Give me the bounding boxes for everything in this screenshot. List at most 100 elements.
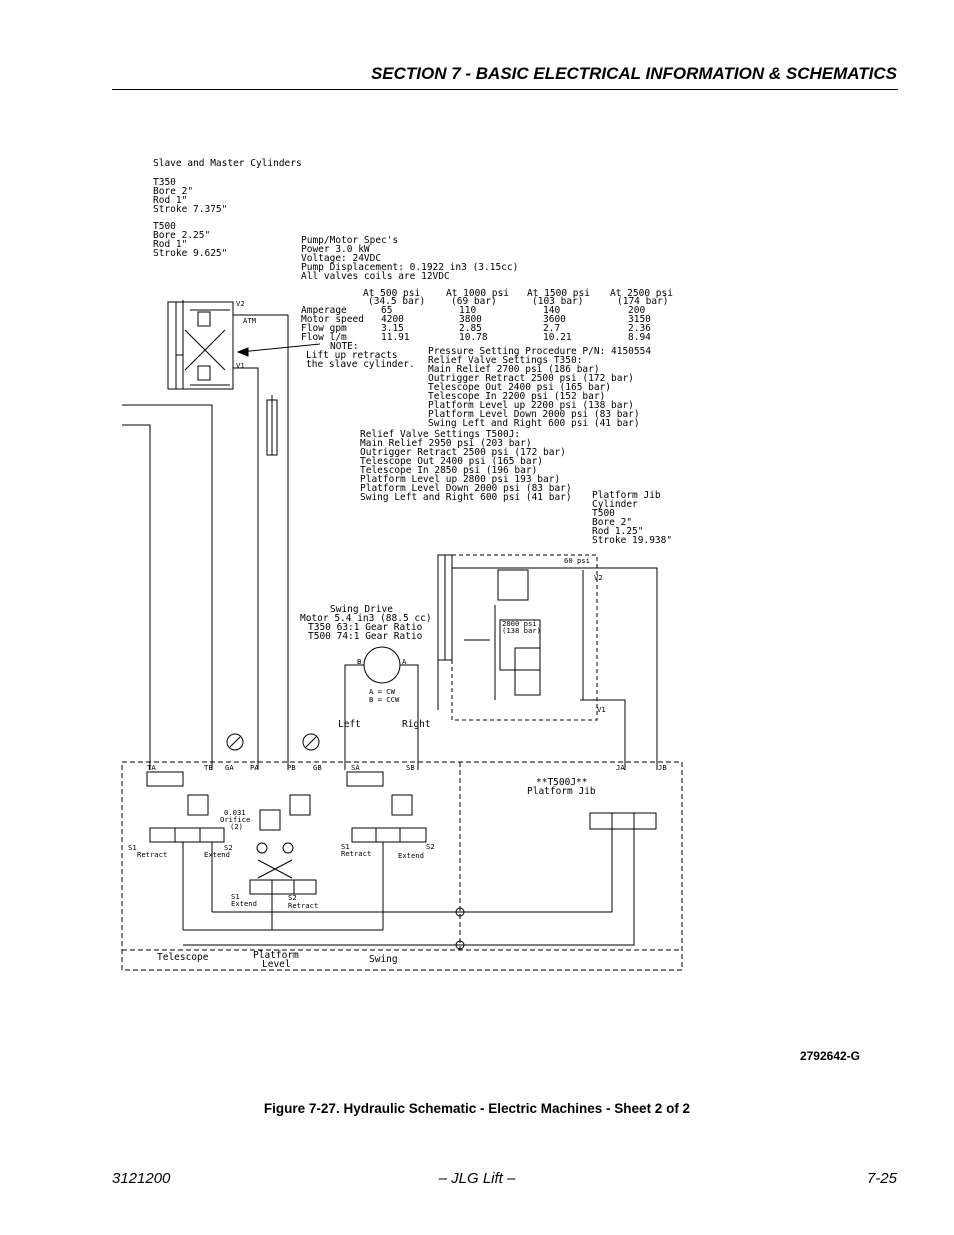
svg-text:Rod 1.25": Rod 1.25" [592, 526, 643, 537]
svg-text:(138 bar): (138 bar) [502, 626, 541, 635]
svg-text:S1: S1 [231, 892, 240, 901]
t350-relief-settings: Relief Valve Settings T350: Main Relief … [428, 355, 640, 429]
publisher: – JLG Lift – [438, 1170, 516, 1187]
svg-text:Telescope: Telescope [157, 952, 209, 963]
svg-text:(174 bar): (174 bar) [617, 296, 668, 307]
svg-text:Outrigger Retract 2500 psi (17: Outrigger Retract 2500 psi (172 bar) [360, 447, 566, 458]
svg-text:Platform Jib: Platform Jib [592, 490, 661, 501]
svg-text:Flow gpm: Flow gpm [301, 323, 347, 334]
svg-text:(34.5 bar): (34.5 bar) [368, 296, 425, 307]
svg-text:Platform Level up 2800 psi 193: Platform Level up 2800 psi 193 bar) [360, 474, 560, 485]
svg-text:Retract: Retract [288, 901, 318, 910]
svg-text:Retract: Retract [341, 849, 371, 858]
gauge-left [226, 733, 244, 751]
svg-text:B = CCW: B = CCW [369, 695, 400, 704]
svg-text:Platform Level up 2200 psi (13: Platform Level up 2200 psi (138 bar) [428, 400, 634, 411]
svg-text:S1: S1 [128, 843, 137, 852]
svg-text:Extend: Extend [398, 851, 424, 860]
svg-text:4200: 4200 [381, 314, 404, 325]
svg-text:Voltage: 24VDC: Voltage: 24VDC [301, 253, 381, 264]
svg-text:Relief Valve Settings T500J:: Relief Valve Settings T500J: [360, 429, 520, 440]
svg-text:T500 74:1 Gear Ratio: T500 74:1 Gear Ratio [308, 631, 423, 642]
svg-text:At 1000 psi: At 1000 psi [446, 288, 509, 299]
svg-text:GA: GA [225, 763, 234, 772]
svg-text:At 1500 psi: At 1500 psi [527, 288, 590, 299]
svg-text:Retract: Retract [137, 850, 167, 859]
t500-spec: T500 Bore 2.25" Rod 1" Stroke 9.625" [153, 221, 227, 259]
svg-text:Motor speed: Motor speed [301, 314, 364, 325]
svg-text:B: B [357, 657, 361, 666]
svg-text:Pump/Motor Spec's: Pump/Motor Spec's [301, 235, 398, 246]
svg-text:Right: Right [402, 719, 431, 730]
page-number: 7-25 [866, 1170, 897, 1187]
svg-text:Lift up retracts: Lift up retracts [306, 350, 398, 361]
svg-text:Amperage: Amperage [301, 305, 347, 316]
svg-text:Flow l/m: Flow l/m [301, 332, 347, 343]
svg-text:2.36: 2.36 [628, 323, 651, 334]
svg-text:V1: V1 [236, 361, 245, 370]
svg-text:3.15: 3.15 [381, 323, 404, 334]
svg-text:T500: T500 [592, 508, 615, 519]
svg-text:All valves coils are 12VDC: All valves coils are 12VDC [301, 271, 450, 282]
port-labels: V2 ATM V1 60 psi V2 2000 psi (138 bar) V… [128, 299, 667, 970]
svg-text:Telescope Out 2400 psi (165 ba: Telescope Out 2400 psi (165 bar) [428, 382, 611, 393]
svg-text:Swing Left and Right 600 psi (: Swing Left and Right 600 psi (41 bar) [428, 418, 640, 429]
swing-drive-spec: Swing Drive Motor 5.4 in3 (88.5 cc) T350… [300, 604, 432, 642]
svg-text:200: 200 [628, 305, 645, 316]
svg-text:8.94: 8.94 [628, 332, 651, 343]
svg-text:3800: 3800 [459, 314, 482, 325]
cylinder-manifold-box [167, 301, 234, 390]
svg-text:(69 bar): (69 bar) [451, 296, 497, 307]
svg-text:(103 bar): (103 bar) [532, 296, 583, 307]
svg-text:3150: 3150 [628, 314, 651, 325]
main-manifold-box [121, 761, 683, 971]
svg-text:110: 110 [459, 305, 476, 316]
pressure-procedure: Pressure Setting Procedure P/N: 4150554 [428, 346, 651, 357]
svg-text:At 2500 psi: At 2500 psi [610, 288, 673, 299]
header-rule [112, 89, 898, 90]
svg-text:ATM: ATM [243, 316, 257, 325]
gauge-right [302, 733, 320, 751]
svg-text:S2: S2 [224, 843, 233, 852]
svg-text:Bore 2.25": Bore 2.25" [153, 230, 210, 241]
svg-text:A: A [402, 657, 407, 666]
svg-text:Platform Level Down 2000 psi (: Platform Level Down 2000 psi (83 bar) [428, 409, 640, 420]
svg-text:Telescope In 2850 psi (196 bar: Telescope In 2850 psi (196 bar) [360, 465, 537, 476]
svg-text:S2: S2 [426, 842, 435, 851]
figure-id: 2792642-G [799, 1049, 860, 1063]
t350-spec: T350 Bore 2" Rod 1" Stroke 7.375" [153, 177, 227, 215]
svg-text:**T500J**: **T500J** [536, 777, 587, 788]
svg-text:Stroke 7.375": Stroke 7.375" [153, 204, 227, 215]
doc-number: 3121200 [112, 1170, 171, 1187]
svg-text:JA: JA [616, 763, 625, 772]
svg-text:140: 140 [543, 305, 560, 316]
svg-text:SB: SB [406, 763, 415, 772]
svg-text:At 500 psi: At 500 psi [363, 288, 420, 299]
svg-text:Rod 1": Rod 1" [153, 195, 187, 206]
svg-text:Swing Drive: Swing Drive [330, 604, 393, 615]
pump-table: At 500 psi At 1000 psi At 1500 psi At 25… [301, 288, 673, 343]
svg-text:Swing Left and Right 600 psi (: Swing Left and Right 600 psi (41 bar) [360, 492, 572, 503]
svg-text:2000 psi: 2000 psi [502, 619, 537, 628]
svg-text:NOTE:: NOTE: [330, 341, 359, 352]
svg-text:Pump Displacement: 0.1922 in3: Pump Displacement: 0.1922 in3 (3.15cc) [301, 262, 518, 273]
svg-text:Rod 1": Rod 1" [153, 239, 187, 250]
figure-caption: Figure 7-27. Hydraulic Schematic - Elect… [263, 1101, 691, 1116]
svg-text:SA: SA [351, 763, 360, 772]
svg-text:(2): (2) [230, 822, 243, 831]
svg-text:Stroke 9.625": Stroke 9.625" [153, 248, 227, 259]
svg-text:Platform Level Down 2000 psi (: Platform Level Down 2000 psi (83 bar) [360, 483, 572, 494]
pump-specs: Pump/Motor Spec's Power 3.0 kW Voltage: … [301, 235, 518, 282]
svg-text:Orifice: Orifice [220, 815, 250, 824]
section-header: SECTION 7 - BASIC ELECTRICAL INFORMATION… [370, 64, 897, 83]
svg-text:Telescope Out 2400 psi (165 ba: Telescope Out 2400 psi (165 bar) [360, 456, 543, 467]
svg-text:Power 3.0 kW: Power 3.0 kW [301, 244, 370, 255]
svg-text:Main Relief 2700 psi (186 bar): Main Relief 2700 psi (186 bar) [428, 364, 600, 375]
svg-text:PB: PB [287, 763, 296, 772]
svg-text:Platform Jib: Platform Jib [527, 786, 596, 797]
svg-text:V2: V2 [236, 299, 245, 308]
svg-text:S1: S1 [341, 842, 350, 851]
svg-text:Bore 2": Bore 2" [153, 186, 193, 197]
svg-text:V1: V1 [597, 705, 606, 714]
svg-text:Outrigger Retract 2500 psi (17: Outrigger Retract 2500 psi (172 bar) [428, 373, 634, 384]
